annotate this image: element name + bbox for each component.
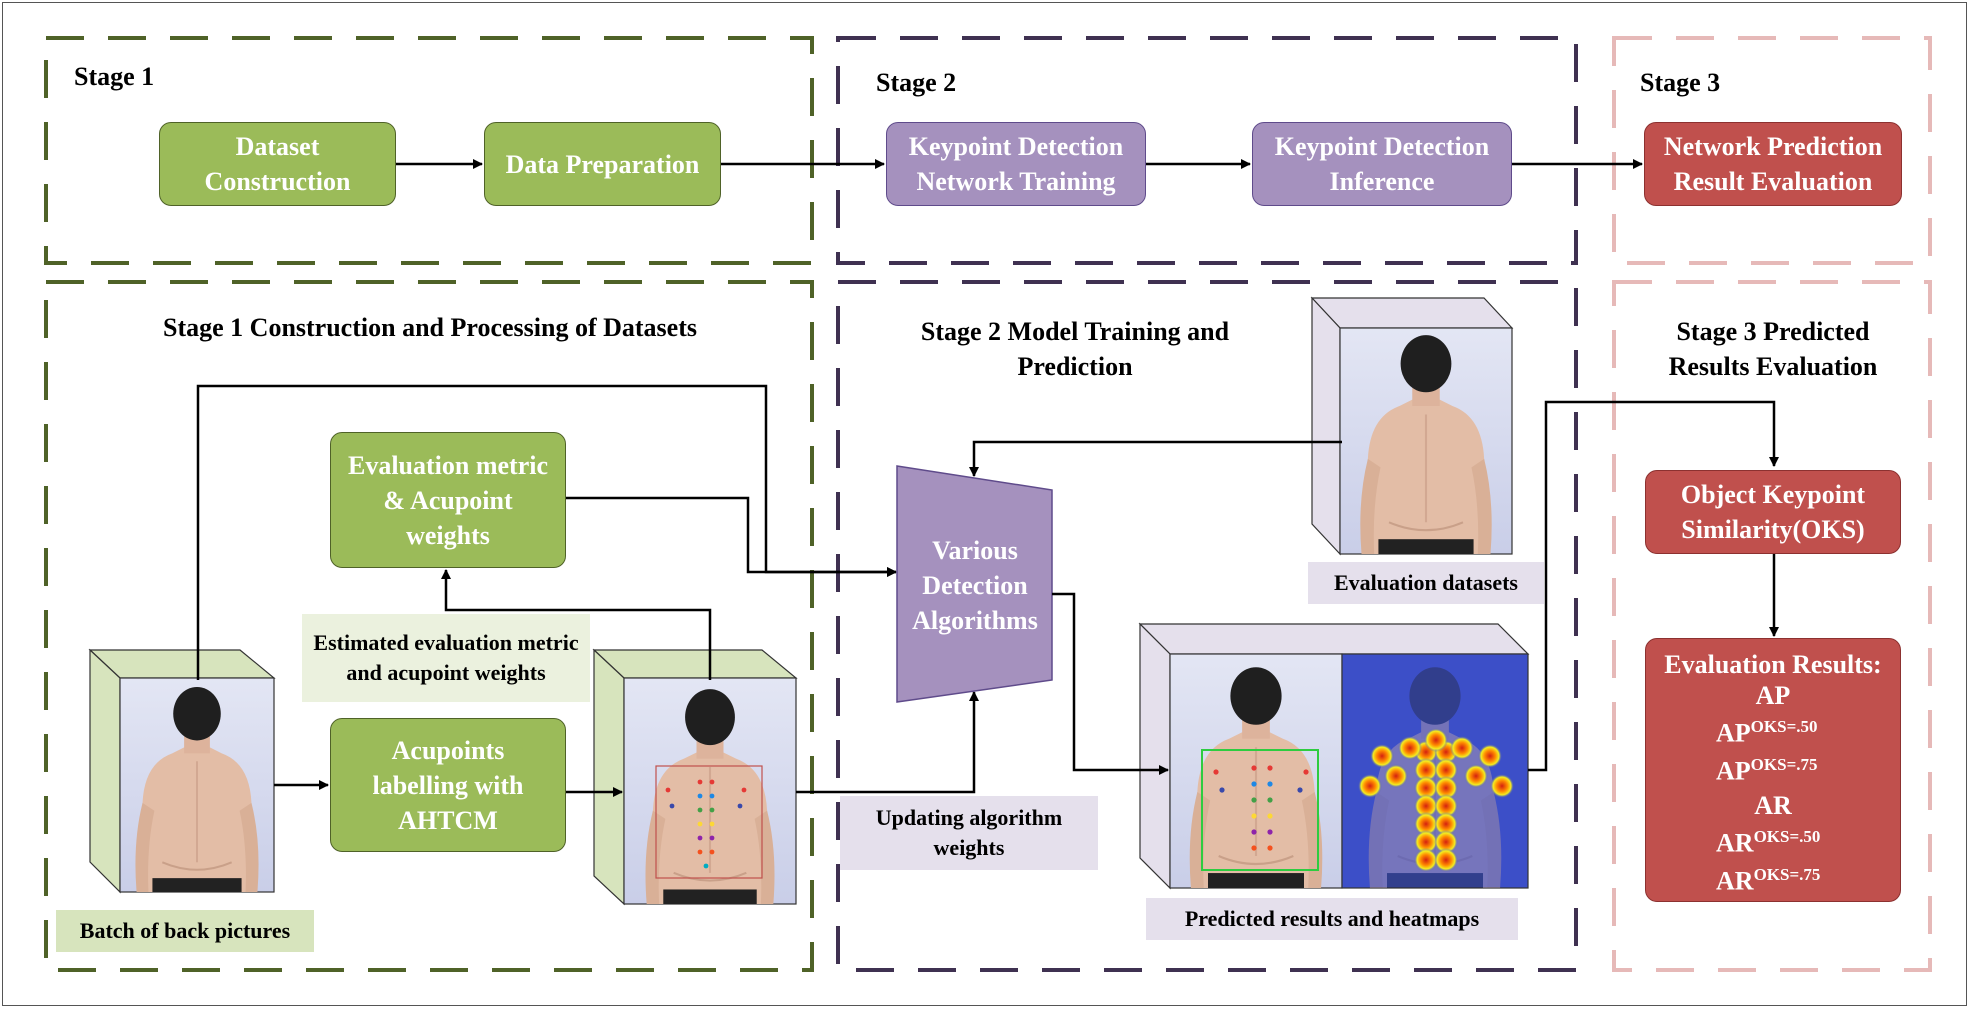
oks-box: Object Keypoint Similarity(OKS) [1645,470,1901,554]
heatmap-blob [1434,848,1458,872]
back-photo [88,648,276,894]
arrow [1052,592,1169,775]
heatmap-blob [1414,794,1438,818]
stage3-top-frame [1612,36,1932,265]
heatmap-blob [1414,812,1438,836]
stage1-detail-title: Stage 1 Construction and Processing of D… [163,313,697,342]
data-preparation-box: Data Preparation [484,122,721,206]
evaluation-datasets-caption: Evaluation datasets [1308,562,1544,604]
heatmap-blob [1434,830,1458,854]
arrow [566,496,897,577]
heatmap-blob [1450,736,1474,760]
labelled-back-photo [592,648,798,906]
stage1-detail-frame [44,280,814,972]
metric-ap75: APOKS=.75 [1716,754,1818,786]
predicted-caption: Predicted results and heatmaps [1146,898,1518,940]
evaluation-results-box: Evaluation Results: AP APOKS=.50 APOKS=.… [1645,638,1901,902]
metric-ap50: APOKS=.50 [1716,717,1818,748]
arrow [1528,400,1779,772]
stage3-detail-title: Stage 3 Predicted Results Evaluation [1668,317,1878,381]
heatmap-blob [1464,764,1488,788]
evaluation-metric-box: Evaluation metric & Acupoint weights [330,432,566,568]
heatmap-blob [1478,744,1502,768]
stage2-label: Stage 2 [876,68,957,97]
arrow [969,440,1342,477]
evaluation-photo [1310,296,1514,556]
arrow [796,691,979,794]
heatmap-blob [1434,776,1458,800]
heatmap-blob [1358,774,1382,798]
metric-ar75: AROKS=.75 [1716,864,1821,896]
stage2-detail-frame [836,280,1578,972]
metric-ap: AP [1755,681,1791,710]
metric-ar: AR [1754,791,1792,821]
stage1-top-frame [44,36,814,265]
arrow [441,569,712,680]
stage2-detail-title: Stage 2 Model Training and Prediction [920,317,1230,381]
heatmap-blob [1434,812,1458,836]
updating-caption: Updating algorithm weights [840,796,1098,870]
heatmap-blob [1434,794,1458,818]
batch-caption: Batch of back pictures [56,910,314,952]
inference-box: Keypoint Detection Inference [1252,122,1512,206]
heatmap-blob [1398,736,1422,760]
heatmap-blob [1490,774,1514,798]
stage3-label: Stage 3 [1640,68,1721,97]
stage1-label: Stage 1 [74,62,155,91]
heatmap-blob [1434,758,1458,782]
heatmap-blob [1424,728,1448,752]
heatmap-blob [1414,848,1438,872]
heatmap-image [1138,622,1530,890]
acupoints-labelling-box: Acupoints labelling with AHTCM [330,718,566,852]
heatmap-blob [1370,744,1394,768]
stage3-detail-frame [1612,280,1932,972]
stage2-top-frame [836,36,1578,265]
results-title: Evaluation Results: [1664,650,1882,679]
metric-ar50: AROKS=.50 [1716,827,1821,858]
algorithms-shape [896,465,1053,703]
heatmap-blob [1384,764,1408,788]
dataset-construction-box: Dataset Construction [159,122,396,206]
heatmap-blob [1414,830,1438,854]
estimated-caption: Estimated evaluation metric and acupoint… [302,614,590,702]
result-evaluation-box: Network Prediction Result Evaluation [1644,122,1902,206]
heatmap-blob [1414,776,1438,800]
algorithms-label: Various Detection Algorithms [912,535,1038,635]
heatmap-blob [1414,758,1438,782]
network-training-box: Keypoint Detection Network Training [886,122,1146,206]
